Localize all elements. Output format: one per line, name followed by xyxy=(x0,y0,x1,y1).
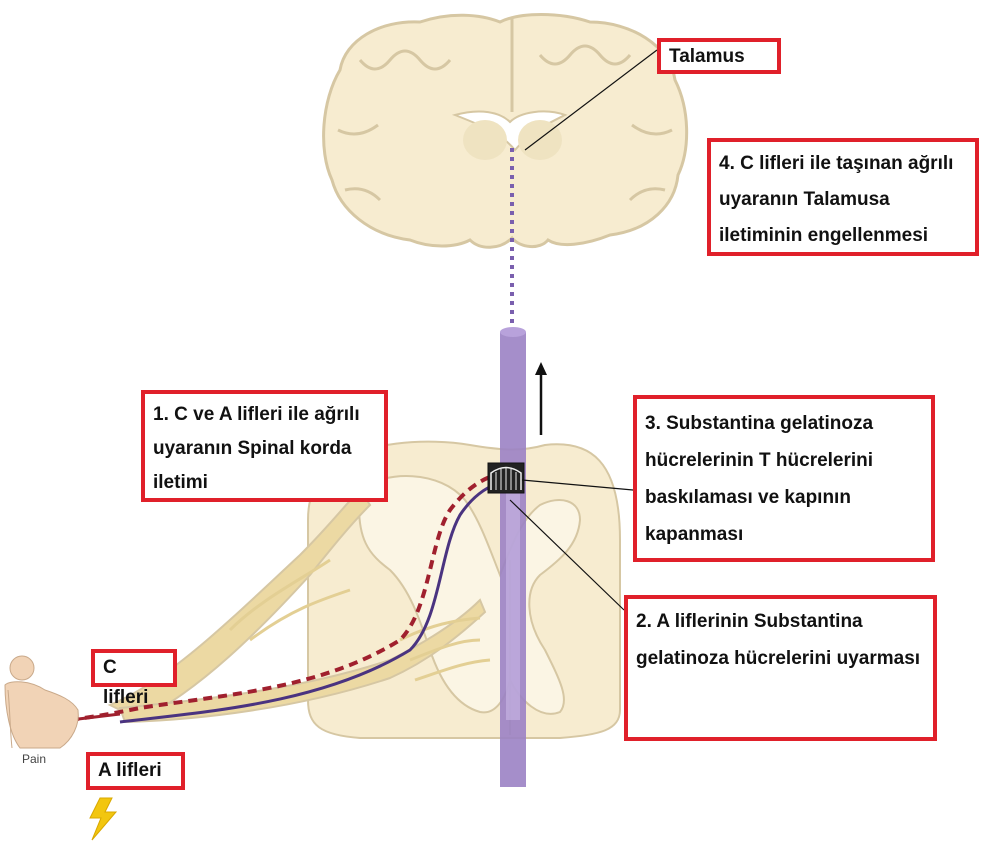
a-lifleri-label: A lifleri xyxy=(86,752,185,790)
brain-section xyxy=(324,15,687,248)
gate-icon xyxy=(488,463,524,493)
pain-label: Pain xyxy=(22,752,46,766)
lightning-icon xyxy=(90,798,116,840)
talamus-label: Talamus xyxy=(657,38,781,74)
step4-label: 4. C lifleri ile taşınan ağrılı uyaranın… xyxy=(707,138,979,256)
step1-label: 1. C ve A lifleri ile ağrılı uyaranın Sp… xyxy=(141,390,388,502)
step2-label: 2. A liflerinin Substantina gelatinoza h… xyxy=(624,595,937,741)
up-arrow-icon xyxy=(535,362,547,435)
c-lifleri-label: C lifleri xyxy=(91,649,177,687)
step3-label: 3. Substantina gelatinoza hücrelerinin T… xyxy=(633,395,935,562)
human-back-figure xyxy=(5,656,78,748)
ascending-tract xyxy=(500,327,526,787)
